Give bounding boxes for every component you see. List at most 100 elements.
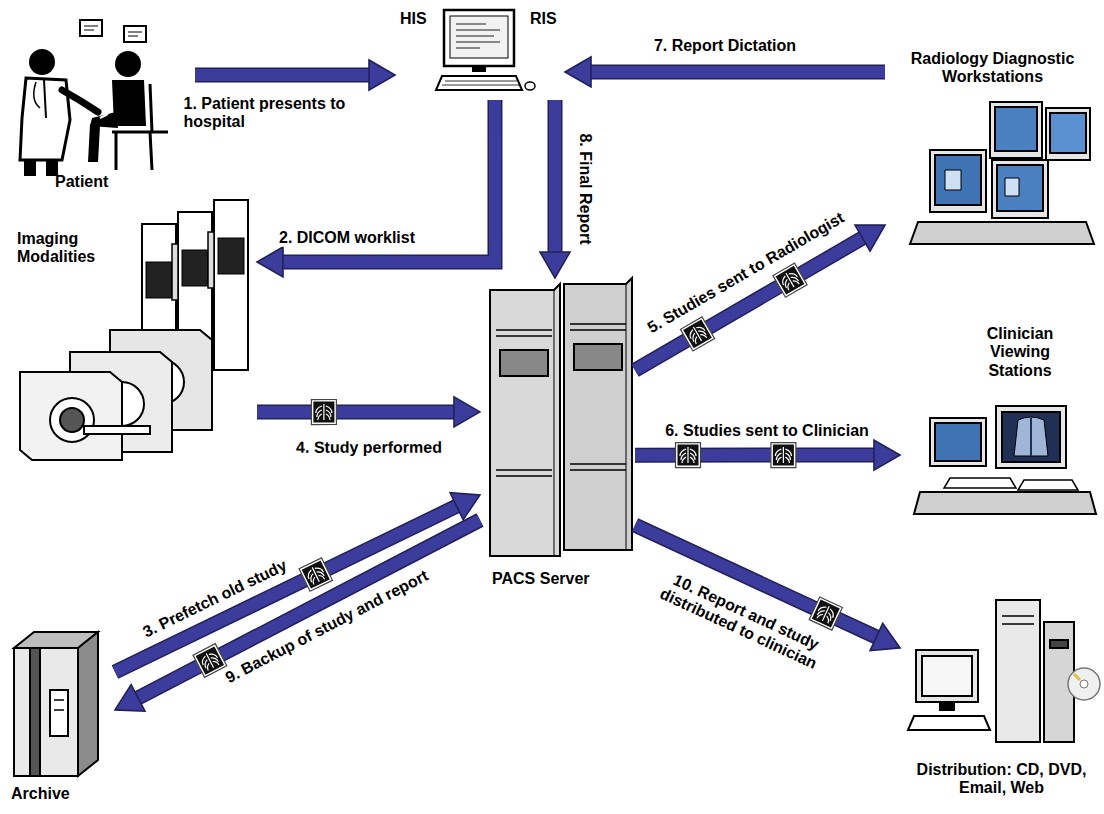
- computer-illustration: [456, 24, 500, 48]
- film-frame: [302, 561, 330, 589]
- archive-node: Archive: [5, 625, 115, 810]
- arrow-head: [870, 623, 900, 650]
- arrow-body: [549, 100, 561, 254]
- film-frame: [776, 266, 805, 295]
- film-frame: [677, 445, 698, 466]
- arrow-outline: [635, 237, 864, 370]
- film-frame: [771, 443, 796, 468]
- flow-label: 7. Report Dictation: [651, 37, 799, 55]
- viewing-station-illustration: [914, 492, 1096, 514]
- modality-illustration: [20, 330, 212, 460]
- arrow-heads: [540, 252, 570, 278]
- archive-illustration: [30, 648, 40, 776]
- flow-label: 6. Studies sent to Clinician: [663, 422, 873, 440]
- server-illustration: [574, 344, 622, 370]
- patient-illustration: [44, 80, 46, 118]
- arrow-outline: [547, 100, 562, 254]
- modality-illustration: [172, 244, 178, 300]
- arrow-outline: [195, 67, 371, 82]
- distribution-illustration: [940, 702, 954, 710]
- patient-illustration: [124, 26, 146, 42]
- archive-illustration: [50, 690, 68, 736]
- workstation-illustration: [1050, 113, 1086, 153]
- arrow-head: [257, 247, 283, 277]
- arrow-heads: [454, 397, 480, 427]
- modality-illustration: [182, 250, 208, 286]
- distribution-illustration: [1068, 668, 1100, 700]
- server-illustration: [500, 350, 548, 376]
- distribution-illustration: [1050, 640, 1068, 648]
- film-icon: [299, 558, 332, 591]
- viewing-station-illustration: [935, 423, 981, 461]
- distribution-illustration: [996, 600, 1040, 742]
- modality-illustration: [84, 426, 150, 434]
- modality-node: Imaging Modalities: [5, 195, 257, 465]
- node-label: Radiology Diagnostic Workstations: [889, 50, 1096, 87]
- film-frame: [313, 402, 334, 423]
- film-frame: [675, 443, 700, 468]
- distribution-node: Distribution: CD, DVD, Email, Web: [900, 585, 1104, 805]
- film-icon: [809, 597, 842, 630]
- arrow-heads: [565, 57, 591, 87]
- workstation-illustration: [945, 170, 1019, 196]
- patient-illustration: [29, 49, 55, 75]
- workstation-illustration: [990, 102, 1042, 158]
- computer-illustration: [472, 66, 486, 72]
- node-label: RIS: [530, 10, 557, 28]
- server-illustration: [554, 284, 626, 556]
- flow-arrow: [136, 520, 480, 699]
- patient-illustration: [112, 80, 146, 126]
- distribution-illustration: [916, 650, 978, 702]
- flow-label: 4. Study performed: [293, 439, 445, 458]
- patient-illustration: [84, 26, 98, 30]
- workstation-illustration: [910, 222, 1094, 244]
- viewing-station-illustration: [1014, 417, 1048, 456]
- patient-illustration: [128, 32, 142, 36]
- film-icon: [675, 443, 700, 468]
- patient-illustration: [100, 114, 108, 118]
- arrow-shaft: [257, 411, 456, 412]
- server-illustration: [490, 278, 632, 556]
- workstation-node: Radiology Diagnostic Workstations: [885, 50, 1100, 250]
- arrow-heads: [257, 247, 283, 277]
- arrow-head: [454, 397, 480, 427]
- arrow-body: [589, 66, 885, 78]
- patient-illustration: [20, 20, 168, 176]
- viewing-station-illustration: [930, 418, 986, 466]
- arrow-shaft: [136, 520, 480, 699]
- node-label: HIS: [400, 10, 427, 28]
- flow-arrow: [195, 74, 371, 75]
- patient-node: Patient: [5, 10, 195, 195]
- server-illustration: [564, 278, 632, 550]
- archive-illustration: [14, 632, 98, 776]
- modality-illustration: [20, 372, 122, 460]
- film-icon: [773, 263, 807, 297]
- patient-illustration: [34, 82, 40, 108]
- modality-illustration: [208, 232, 214, 288]
- viewing-station-illustration: [996, 406, 1066, 468]
- film-icon: [311, 400, 336, 425]
- patient-illustration: [88, 124, 100, 162]
- film-ribs: [687, 323, 709, 345]
- server-node: PACS Server: [480, 278, 635, 596]
- workstation-illustration: [992, 160, 1048, 218]
- computer-illustration: [444, 10, 514, 66]
- film-icon: [771, 443, 796, 468]
- arrow-heads: [369, 60, 395, 90]
- modality-illustration: [60, 408, 84, 432]
- arrow-body: [136, 520, 480, 699]
- film-ribs: [775, 447, 791, 463]
- film-ribs: [316, 404, 332, 420]
- arrow-head: [565, 57, 591, 87]
- arrow-heads: [115, 685, 145, 712]
- arrow-head: [115, 685, 145, 712]
- distribution-illustration: [1002, 616, 1034, 624]
- system-node: HIS RIS: [395, 5, 565, 100]
- computer-illustration: [436, 10, 535, 90]
- film-ribs: [199, 650, 221, 672]
- modality-illustration: [146, 238, 244, 298]
- arrow-outline: [257, 404, 456, 419]
- patient-illustration: [112, 84, 168, 170]
